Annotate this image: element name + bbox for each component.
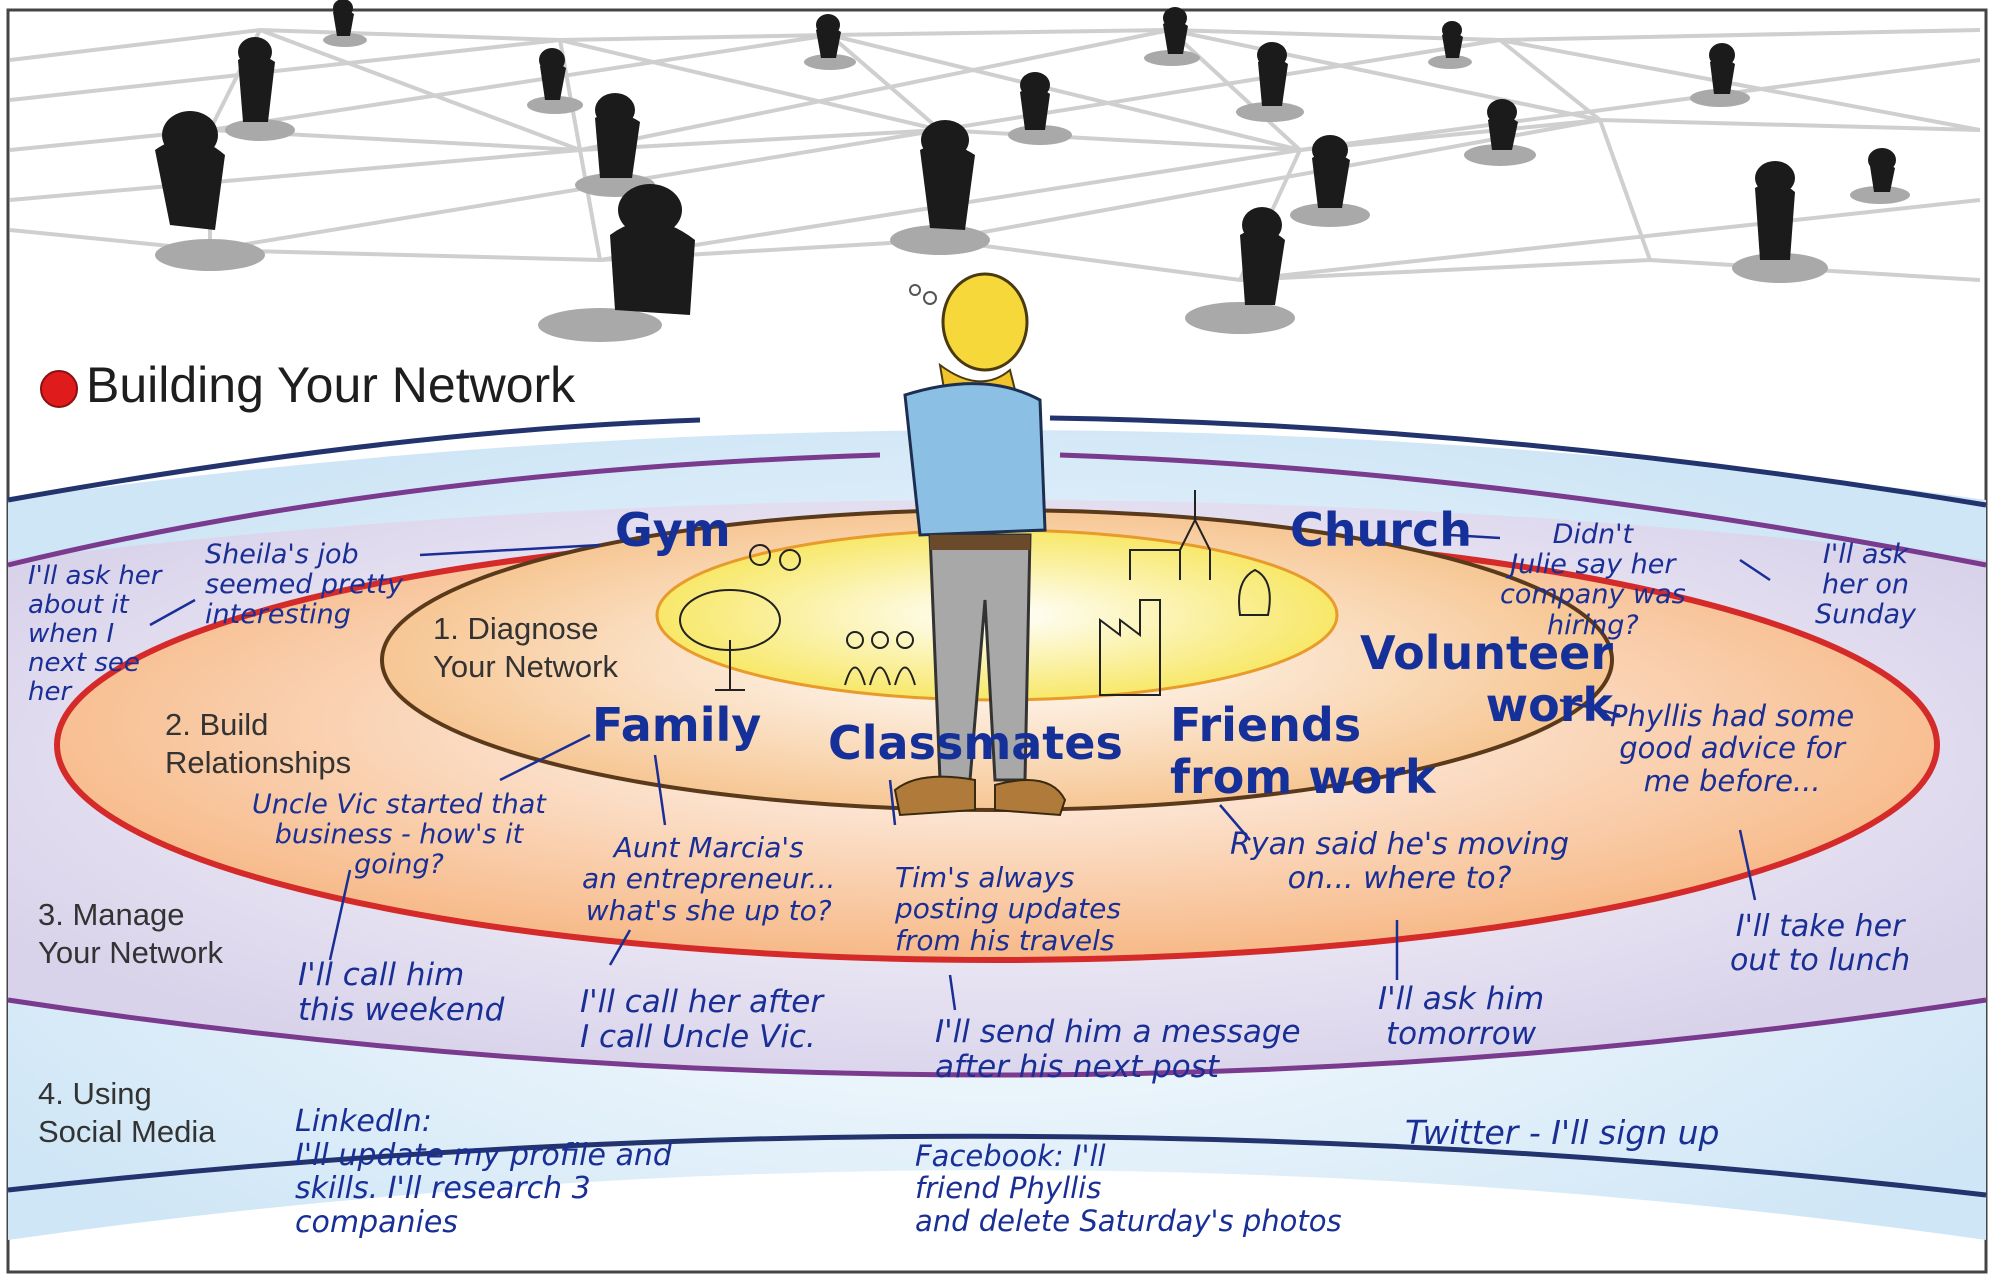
source-church: Church <box>1290 503 1472 557</box>
note-facebook: Facebook: I'll friend Phyllis and delete… <box>915 1139 1342 1238</box>
stage-label-diagnose: 1. Diagnose Your Network <box>433 611 618 684</box>
network-lines <box>9 27 1981 283</box>
source-icons <box>679 490 1271 696</box>
connector-lines <box>149 533 1771 1011</box>
note-uncle-vic: Uncle Vic started that business - how's … <box>252 789 546 881</box>
note-sheila: Sheila's job seemed pretty interesting <box>205 539 403 631</box>
source-friends-work: Friends from work <box>1170 698 1436 804</box>
source-classmates: Classmates <box>828 716 1123 770</box>
note-call-him: I'll call him this weekend <box>298 957 505 1028</box>
note-call-her: I'll call her after I call Uncle Vic. <box>580 984 824 1055</box>
note-ryan: Ryan said he's moving on... where to? <box>1230 827 1570 896</box>
note-ask-sunday: I'll ask her on Sunday <box>1815 539 1917 631</box>
note-send-message: I'll send him a message after his next p… <box>935 1014 1301 1085</box>
thinking-person <box>893 272 1067 817</box>
note-tim: Tim's always posting updates from his tr… <box>895 861 1121 957</box>
note-julie: Didn't Julie say her company was hiring? <box>1500 519 1686 641</box>
note-lunch: I'll take her out to lunch <box>1730 909 1911 978</box>
note-twitter: Twitter - I'll sign up <box>1405 1113 1720 1152</box>
source-volunteer: Volunteer work <box>1360 626 1614 732</box>
stage-label-social: 4. Using Social Media <box>38 1076 216 1149</box>
note-phyllis: Phyllis had some good advice for me befo… <box>1610 699 1855 798</box>
page-title: Building Your Network <box>86 357 576 413</box>
title-dot <box>40 370 78 408</box>
note-ask-tomorrow: I'll ask him tomorrow <box>1378 981 1545 1052</box>
source-gym: Gym <box>615 503 731 557</box>
network-people <box>155 0 1910 342</box>
note-ask-her: I'll ask her about it when I next see he… <box>28 561 162 708</box>
note-aunt-marcia: Aunt Marcia's an entrepreneur... what's … <box>582 831 836 927</box>
stage-label-build: 2. Build Relationships <box>165 707 352 780</box>
stage-label-manage: 3. Manage Your Network <box>38 897 223 970</box>
note-linkedin: LinkedIn: I'll update my profile and ski… <box>295 1104 672 1240</box>
source-family: Family <box>592 698 762 752</box>
